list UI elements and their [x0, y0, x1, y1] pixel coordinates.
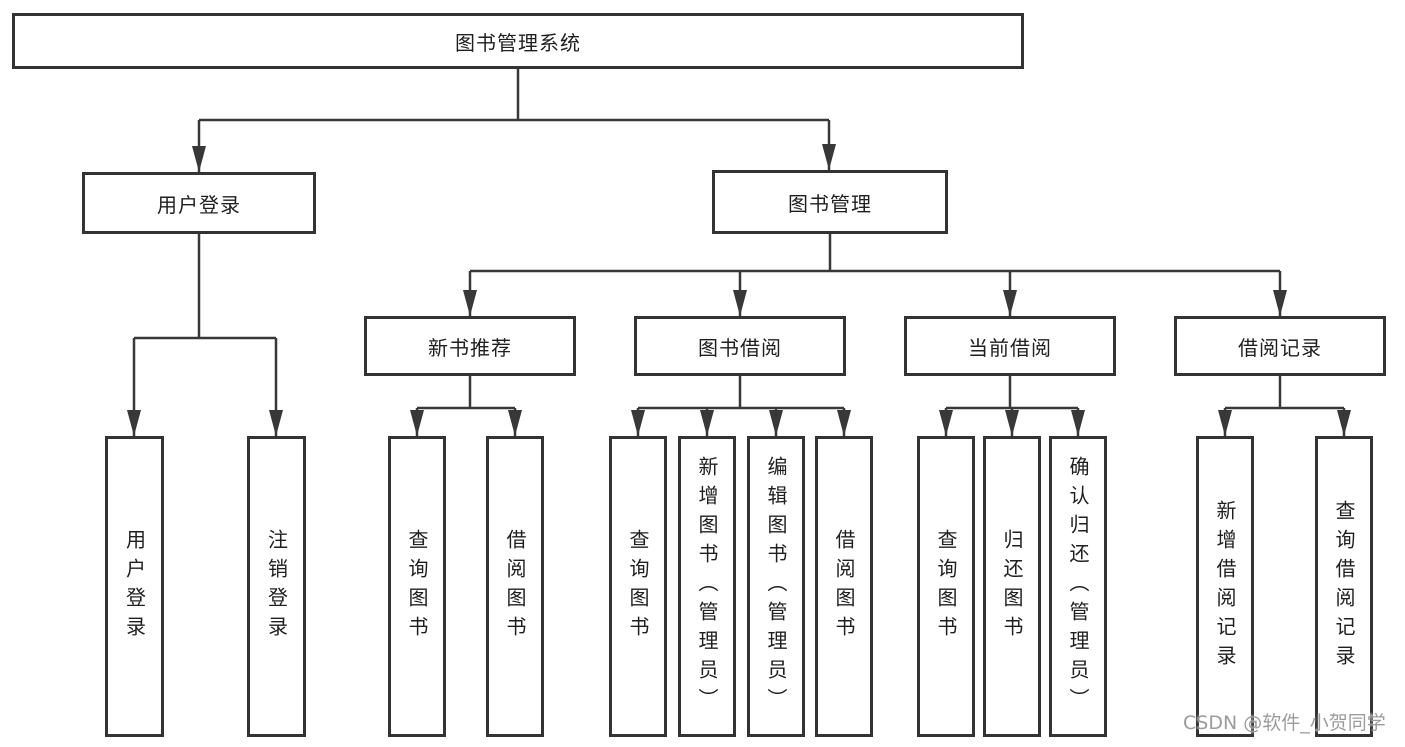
- node-leaf-br-query-record: 查询借阅记录: [1315, 436, 1373, 737]
- node-leaf-br-query-record-label: 查询借阅记录: [1332, 499, 1356, 674]
- csdn-watermark: CSDN @软件_小贺同学: [1183, 712, 1386, 734]
- node-book-mgmt: 图书管理: [712, 170, 948, 234]
- node-user-login: 用户登录: [82, 172, 316, 234]
- node-book-borrow-label: 图书借阅: [698, 335, 782, 360]
- node-leaf-cb-return-book-label: 归还图书: [1000, 528, 1024, 645]
- node-leaf-br-add-record-label: 新增借阅记录: [1213, 499, 1237, 674]
- node-leaf-logout: 注销登录: [247, 436, 306, 737]
- node-root: 图书管理系统: [12, 13, 1024, 69]
- node-leaf-bb-edit-book-label: 编辑图书（管理员）: [764, 456, 788, 717]
- node-current-borrow-label: 当前借阅: [968, 335, 1052, 360]
- node-leaf-user-login-label: 用户登录: [122, 528, 147, 645]
- node-new-book-rec-label: 新书推荐: [428, 335, 512, 360]
- node-book-borrow: 图书借阅: [634, 316, 846, 376]
- node-current-borrow: 当前借阅: [904, 316, 1116, 376]
- node-leaf-bb-edit-book: 编辑图书（管理员）: [747, 436, 805, 737]
- node-new-book-rec: 新书推荐: [364, 316, 576, 376]
- node-leaf-cb-confirm-return: 确认归还（管理员）: [1049, 436, 1107, 737]
- node-leaf-bb-add-book-label: 新增图书（管理员）: [695, 456, 719, 717]
- node-leaf-br-add-record: 新增借阅记录: [1196, 436, 1254, 737]
- node-leaf-nbr-borrow-book-label: 借阅图书: [503, 528, 527, 645]
- connector-arrows: [127, 120, 1351, 436]
- node-leaf-user-login: 用户登录: [105, 436, 164, 737]
- node-leaf-bb-add-book: 新增图书（管理员）: [678, 436, 736, 737]
- node-user-login-label: 用户登录: [157, 192, 241, 217]
- node-leaf-bb-query-book: 查询图书: [609, 436, 667, 737]
- node-borrow-record-label: 借阅记录: [1238, 335, 1322, 360]
- node-leaf-bb-borrow-book: 借阅图书: [815, 436, 873, 737]
- node-leaf-cb-return-book: 归还图书: [983, 436, 1041, 737]
- node-leaf-bb-query-book-label: 查询图书: [626, 528, 650, 645]
- node-leaf-nbr-query-book: 查询图书: [388, 436, 446, 737]
- node-borrow-record: 借阅记录: [1174, 316, 1386, 376]
- node-leaf-nbr-borrow-book: 借阅图书: [486, 436, 544, 737]
- node-book-mgmt-label: 图书管理: [788, 191, 872, 216]
- node-leaf-cb-query-book-label: 查询图书: [934, 528, 958, 645]
- node-leaf-bb-borrow-book-label: 借阅图书: [832, 528, 856, 645]
- node-leaf-cb-confirm-return-label: 确认归还（管理员）: [1066, 456, 1090, 717]
- node-leaf-nbr-query-book-label: 查询图书: [405, 528, 429, 645]
- node-root-label: 图书管理系统: [455, 30, 581, 55]
- node-leaf-cb-query-book: 查询图书: [917, 436, 975, 737]
- node-leaf-logout-label: 注销登录: [264, 528, 289, 645]
